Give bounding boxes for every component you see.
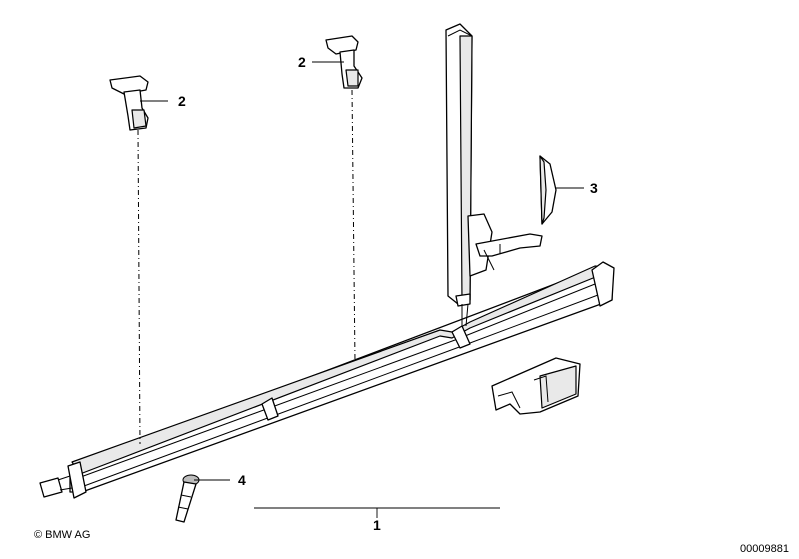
copyright-label: © BMW AG (34, 529, 90, 541)
sill-trim-strip (39, 261, 615, 499)
diagram-number: 00009881 (740, 543, 789, 555)
clip-right (325, 35, 363, 89)
cover-cap (539, 155, 557, 225)
callout-part-3: 3 (590, 180, 598, 196)
assembly-line-right (351, 89, 356, 363)
assembly-line-left (137, 129, 141, 445)
hook-clip (491, 357, 581, 415)
callout-part-2-left: 2 (178, 93, 186, 109)
pillar-trim (445, 23, 543, 327)
pin-plug (175, 474, 200, 523)
callout-part-2-right: 2 (298, 54, 306, 70)
bracket-line-1 (254, 507, 500, 518)
callout-part-1: 1 (373, 517, 381, 533)
callout-part-4: 4 (238, 472, 246, 488)
clip-left (109, 75, 149, 131)
